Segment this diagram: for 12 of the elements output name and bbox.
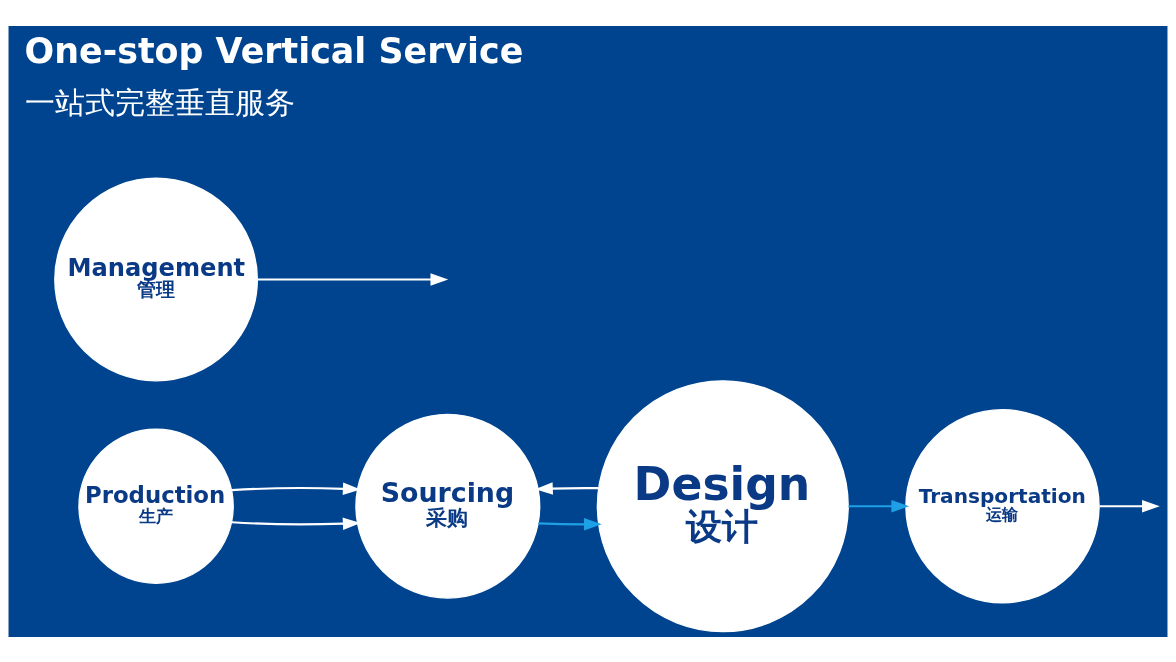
arrow bbox=[535, 481, 599, 495]
node-circle: Transportation 运输 bbox=[905, 408, 1100, 603]
diagram-title: One-stop Vertical Service bbox=[24, 30, 524, 71]
arrow bbox=[1099, 499, 1160, 512]
node-circle: Design 设计 bbox=[596, 379, 849, 632]
node-circle: Management 管理 bbox=[54, 177, 259, 381]
arrow bbox=[257, 272, 449, 286]
node-circle: Production 生产 bbox=[78, 427, 234, 584]
arrow bbox=[848, 499, 910, 512]
label: 一站式完整垂直服务 bbox=[24, 85, 295, 120]
node-circle: Sourcing 采购 bbox=[355, 413, 541, 599]
arrow bbox=[538, 517, 602, 531]
